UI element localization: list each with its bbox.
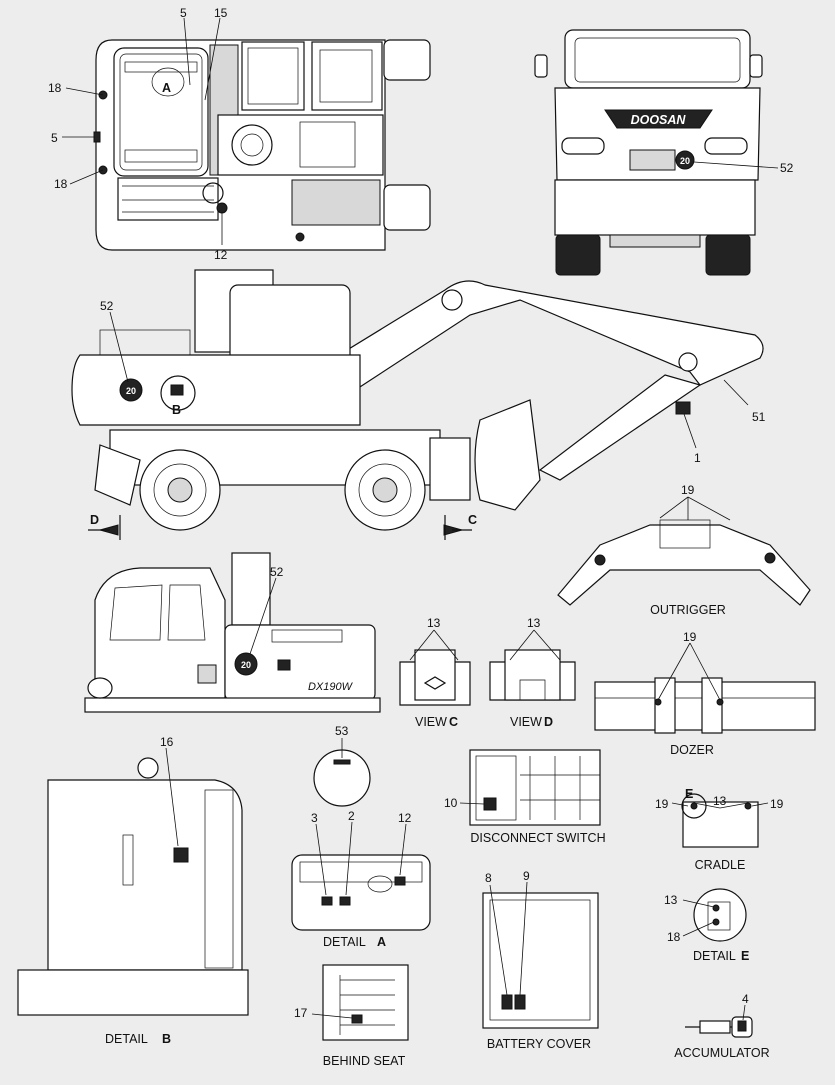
callout-13-cradle: 13 <box>713 794 727 808</box>
callout-13-view-d: 13 <box>527 616 541 630</box>
callout-9: 9 <box>523 869 530 883</box>
callout-12-detail-a: 12 <box>398 811 412 825</box>
side-speed-plate: 20 <box>126 386 136 396</box>
caption-detail-b-letter: B <box>162 1032 171 1046</box>
callout-2: 2 <box>348 809 355 823</box>
callout-10: 10 <box>444 796 458 810</box>
caption-detail-a-word: DETAIL <box>323 935 366 949</box>
dozer-view: 19 DOZER <box>594 630 816 757</box>
callout-52-front: 52 <box>270 565 284 579</box>
caption-cradle: CRADLE <box>695 858 746 872</box>
view-c-arrow: C <box>468 513 477 527</box>
front-side-view: 20 DX190W 52 <box>84 552 381 713</box>
callout-53: 53 <box>335 724 349 738</box>
view-d: 13 VIEW D <box>489 616 576 729</box>
callout-16: 16 <box>160 735 174 749</box>
caption-detail-a-letter: A <box>377 935 386 949</box>
callout-18-top: 18 <box>48 81 62 95</box>
top-view: 5 15 A 18 5 18 12 <box>48 6 431 262</box>
callout-13-view-c: 13 <box>427 616 441 630</box>
callout-12-top: 12 <box>214 248 228 262</box>
caption-detail-e-word: DETAIL <box>693 949 736 963</box>
caption-view-d-letter: D <box>544 715 553 729</box>
callout-51: 51 <box>752 410 766 424</box>
detail-b: 16 DETAIL B <box>17 735 249 1046</box>
accumulator-view: 4 ACCUMULATOR <box>674 992 769 1060</box>
caption-view-d-word: VIEW <box>510 715 542 729</box>
disconnect-switch-view: 10 DISCONNECT SWITCH <box>444 749 606 845</box>
view-d-arrow: D <box>90 513 99 527</box>
callout-1: 1 <box>694 451 701 465</box>
caption-view-c-word: VIEW <box>415 715 447 729</box>
detail-a: 3 2 12 DETAIL A <box>291 809 431 949</box>
detail-e: 13 18 DETAIL E <box>664 888 749 963</box>
rear-view: DOOSAN 20 52 <box>534 29 794 276</box>
detail-e-marker: E <box>685 787 693 801</box>
callout-8: 8 <box>485 871 492 885</box>
callout-19-cradle-right: 19 <box>770 797 784 811</box>
model-name: DX190W <box>308 681 354 693</box>
detail-a-marker: A <box>162 81 171 95</box>
doosan-logo: DOOSAN <box>631 113 687 127</box>
behind-seat-view: 17 BEHIND SEAT <box>294 964 409 1068</box>
caption-detail-b-word: DETAIL <box>105 1032 148 1046</box>
view-c: 13 VIEW C <box>399 616 471 729</box>
caption-disconnect-switch: DISCONNECT SWITCH <box>470 831 605 845</box>
caption-accumulator: ACCUMULATOR <box>674 1046 769 1060</box>
outrigger-view: 19 OUTRIGGER <box>557 483 811 617</box>
callout-19-dozer: 19 <box>683 630 697 644</box>
side-view: 20 52 51 1 B D C <box>71 269 766 540</box>
callout-3: 3 <box>311 811 318 825</box>
detail-b-marker: B <box>172 403 181 417</box>
rear-speed-plate: 20 <box>680 156 690 166</box>
caption-dozer: DOZER <box>670 743 714 757</box>
callout-52-rear: 52 <box>780 161 794 175</box>
decal-53-round: 53 <box>313 724 371 807</box>
callout-18-lower: 18 <box>54 177 68 191</box>
callout-13-detail-e: 13 <box>664 893 678 907</box>
callout-15: 15 <box>214 6 228 20</box>
caption-outrigger: OUTRIGGER <box>650 603 726 617</box>
callout-18-detail-e: 18 <box>667 930 681 944</box>
cradle-view: 13 E 19 19 CRADLE <box>655 787 784 872</box>
caption-behind-seat: BEHIND SEAT <box>323 1054 406 1068</box>
callout-4: 4 <box>742 992 749 1006</box>
callout-19-outrigger: 19 <box>681 483 695 497</box>
battery-cover-view: 8 9 BATTERY COVER <box>482 869 599 1051</box>
caption-detail-e-letter: E <box>741 949 749 963</box>
callout-5-side: 5 <box>51 131 58 145</box>
callout-17: 17 <box>294 1006 308 1020</box>
front-speed-plate: 20 <box>241 660 251 670</box>
caption-view-c-letter: C <box>449 715 458 729</box>
caption-battery-cover: BATTERY COVER <box>487 1037 591 1051</box>
callout-52-side: 52 <box>100 299 114 313</box>
callout-19-cradle-left: 19 <box>655 797 669 811</box>
callout-5-top: 5 <box>180 6 187 20</box>
